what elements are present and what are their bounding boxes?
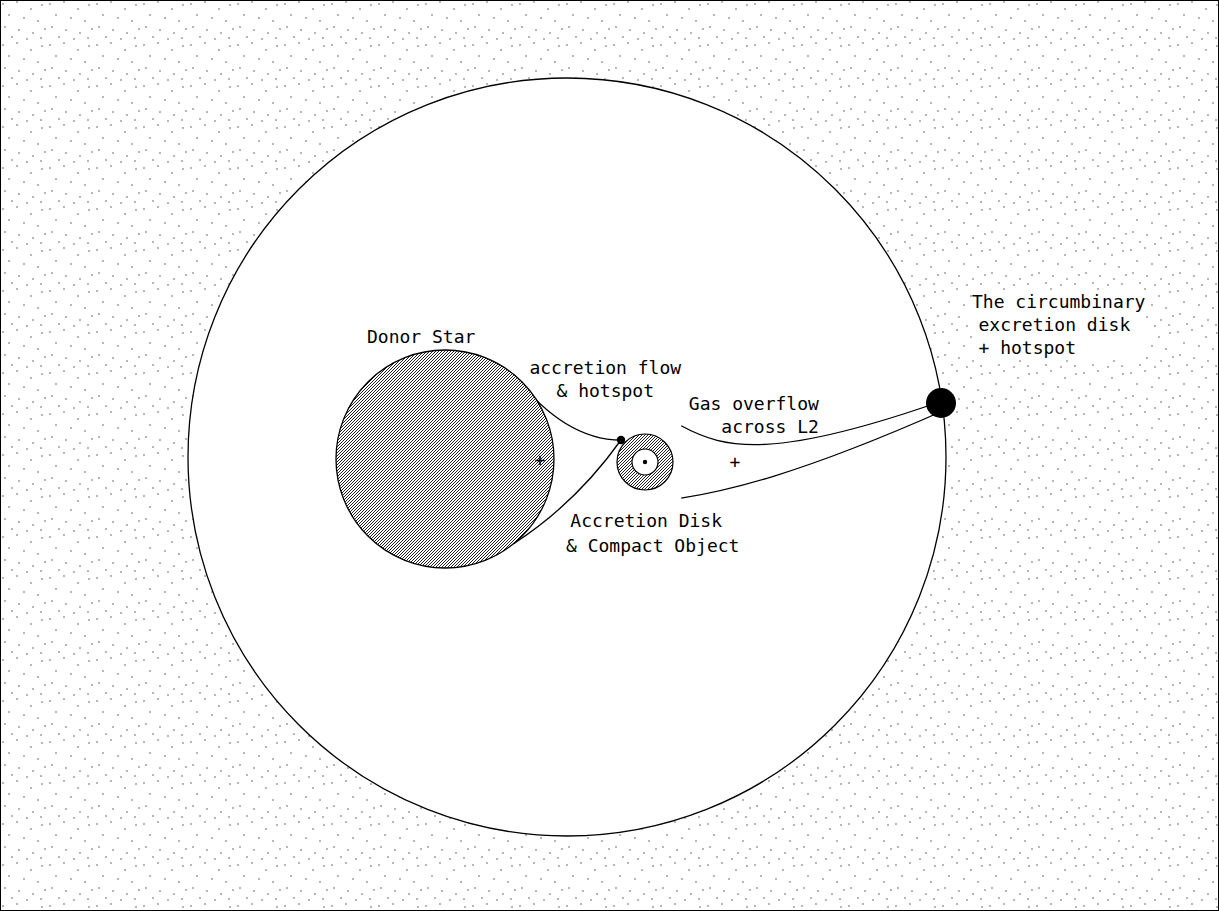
hotspot-dot [926,388,956,418]
donor-shape [335,349,555,569]
donor-star: Donor Star [335,349,555,569]
node-label: Donor Star [367,325,475,348]
disk-ring [617,434,673,490]
lagrange-marker-holder: + [730,452,741,472]
edge-label: accretion flow & hotspot [524,356,687,402]
edge-label: Gas overflow across L2 [678,392,819,438]
edge-label-holder: Gas overflow across L2 [678,392,819,438]
inner-hole [632,449,658,475]
accretion-disk: Accretion Disk & Compact Object [616,433,674,491]
star-disc [336,350,554,568]
binary-orbit-circle [188,78,946,836]
circumbinary-hotspot: The circumbinary excretion disk + hotspo… [926,388,956,418]
edge-label-holder: accretion flow & hotspot [524,356,687,402]
compact-object [643,460,647,464]
lagrange-marker: + [535,450,546,470]
node-label: The circumbinary excretion disk + hotspo… [972,290,1146,359]
lagrange-marker: + [730,452,741,472]
disk-shape [616,433,674,491]
spot-shape [926,388,956,418]
node-label: Accretion Disk & Compact Object [566,508,742,558]
l2-overflow-stream [681,400,945,498]
lagrange-marker-holder: + [535,450,546,470]
